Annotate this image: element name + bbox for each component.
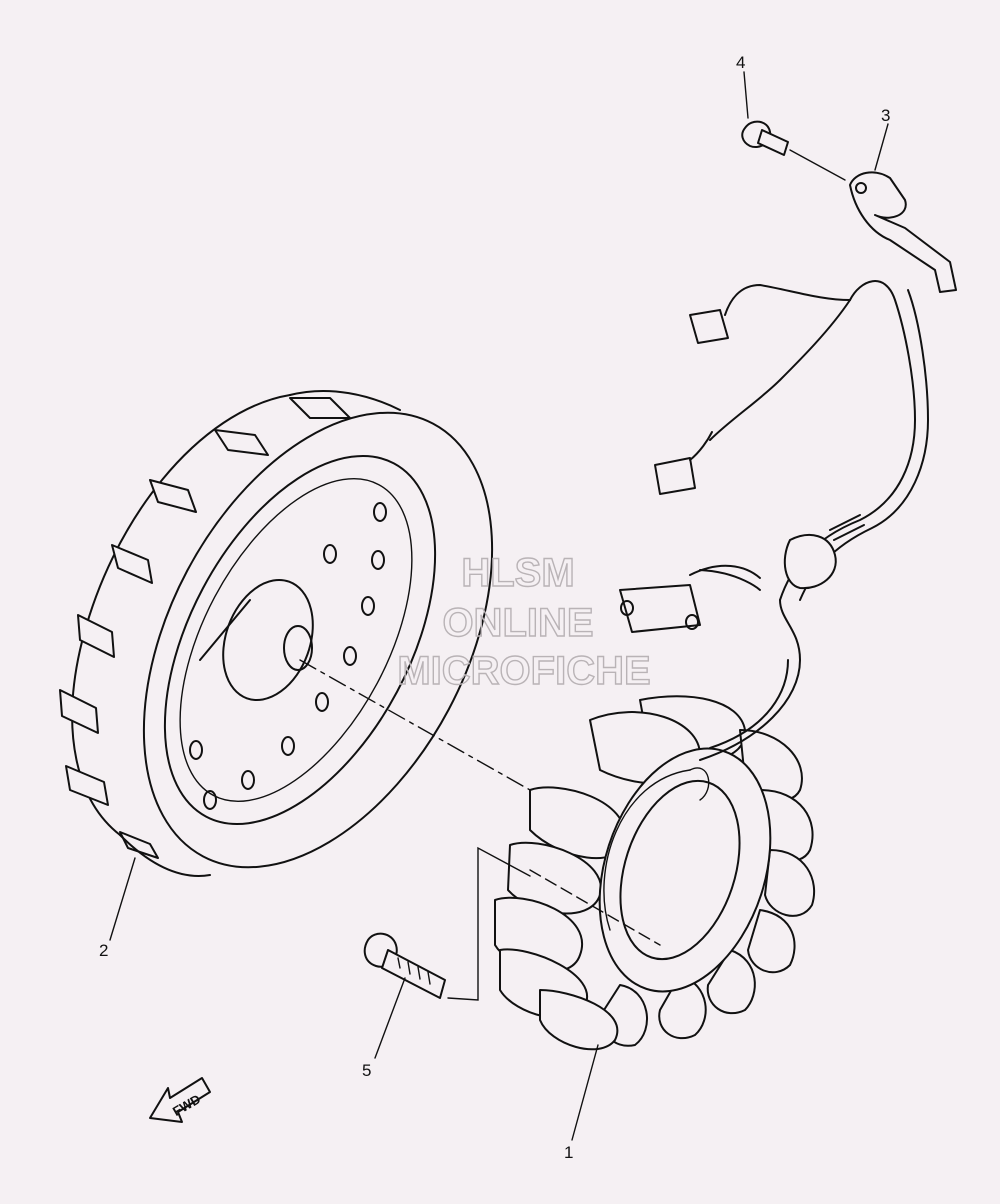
callout-3: 3 bbox=[881, 106, 890, 125]
callout-1: 1 bbox=[564, 1143, 573, 1162]
screw-part-4 bbox=[741, 120, 846, 181]
callout-2: 2 bbox=[99, 941, 108, 960]
stator-assembly bbox=[494, 695, 816, 1051]
watermark-line-1: HLSM bbox=[461, 551, 574, 595]
fwd-indicator: FWD bbox=[149, 1077, 211, 1123]
callout-4: 4 bbox=[736, 53, 745, 72]
assembly-axis-line bbox=[299, 659, 531, 791]
watermark: HLSM ONLINE MICROFICHE bbox=[397, 550, 652, 693]
wire-grommet bbox=[783, 534, 837, 590]
connector-upper bbox=[689, 309, 729, 344]
callout-5: 5 bbox=[362, 1061, 371, 1080]
watermark-line-2: ONLINE bbox=[442, 601, 593, 645]
bolt-assembly-line bbox=[447, 846, 531, 1001]
rotor-front-face bbox=[142, 411, 494, 869]
stator-coils bbox=[494, 695, 816, 1051]
watermark-line-3: MICROFICHE bbox=[397, 649, 650, 693]
connector-lower bbox=[654, 457, 696, 495]
rotor-magnet-tabs bbox=[59, 397, 351, 859]
bolt-part-5 bbox=[363, 932, 446, 999]
rotor-inner-ring bbox=[163, 455, 437, 825]
rotor-assembly bbox=[59, 389, 494, 877]
wire-harness bbox=[619, 280, 929, 761]
harness-bracket bbox=[849, 171, 957, 293]
pickup-coil bbox=[619, 584, 701, 633]
leader-lines bbox=[109, 71, 889, 1141]
arrow-left-icon bbox=[149, 1077, 211, 1123]
rotor-bolt-holes bbox=[189, 502, 387, 810]
